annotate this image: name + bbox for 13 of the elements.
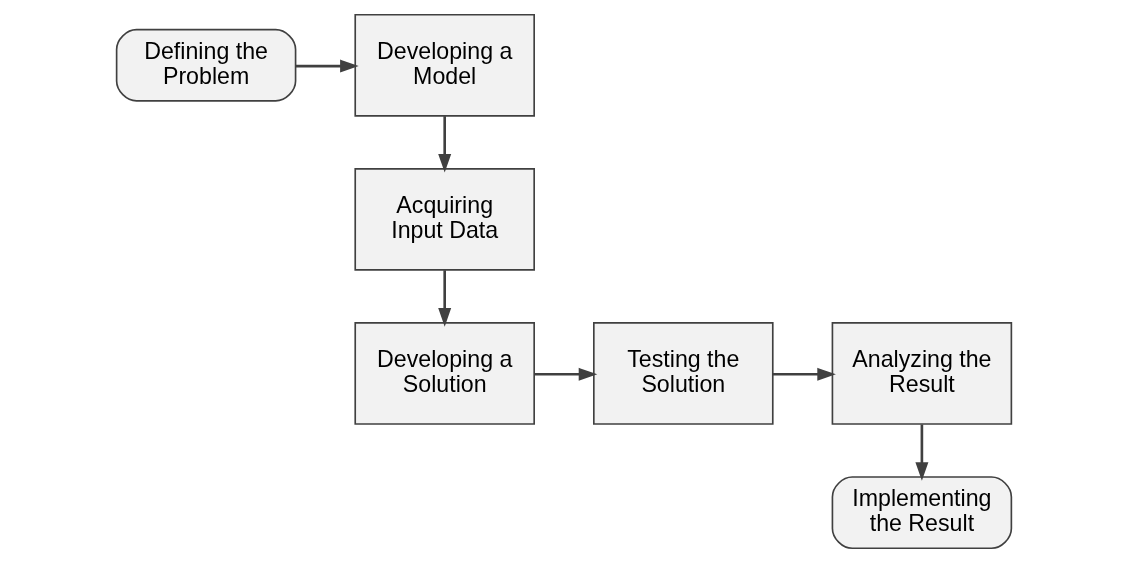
arrow (533, 367, 597, 381)
node-box: Testing the Solution (592, 322, 774, 425)
arrow (295, 59, 359, 73)
arrow (772, 367, 836, 381)
arrow (914, 424, 928, 481)
arrow (437, 270, 451, 327)
node-box: Developing a Solution (353, 322, 535, 425)
arrow (437, 116, 451, 173)
node-box: Developing a Model (353, 13, 535, 117)
node-box: Analyzing the Result (831, 322, 1012, 425)
node-box: Acquiring Input Data (353, 168, 535, 271)
node-box: Defining the Problem (115, 28, 296, 102)
node-box: Implementing the Result (831, 476, 1012, 550)
